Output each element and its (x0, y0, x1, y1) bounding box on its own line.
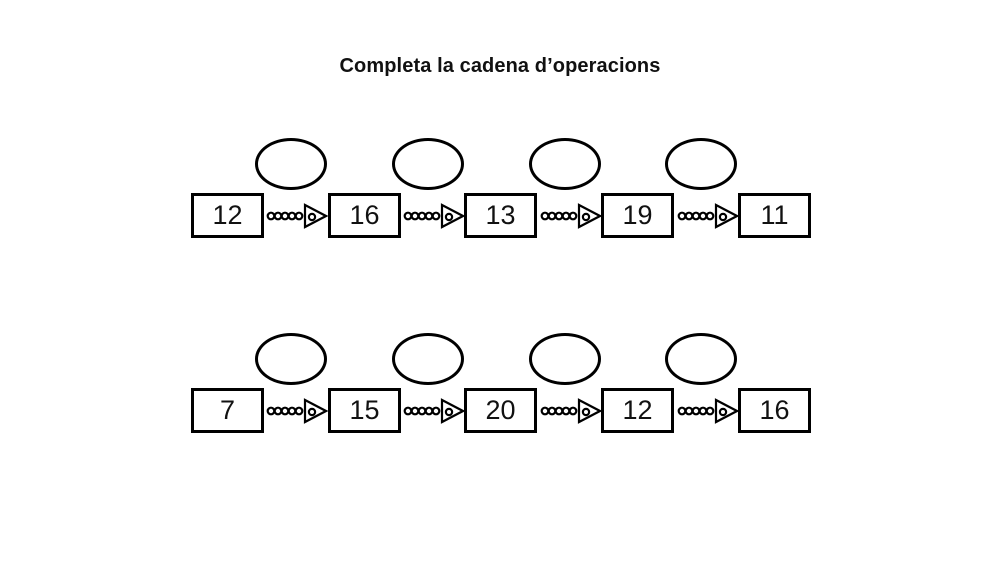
operation-ellipse-slot[interactable] (392, 333, 464, 385)
number-box[interactable]: 20 (464, 388, 537, 433)
bead-chain-arrow-icon (403, 203, 465, 229)
number-box[interactable]: 12 (191, 193, 264, 238)
operation-ellipse-slot[interactable] (255, 138, 327, 190)
number-box[interactable]: 19 (601, 193, 674, 238)
bead-chain-arrow-icon (540, 203, 602, 229)
operation-ellipse-slot[interactable] (529, 138, 601, 190)
operation-ellipse-slot[interactable] (665, 138, 737, 190)
bead-chain-arrow-icon (677, 203, 739, 229)
bead-chain-arrow-icon (266, 398, 328, 424)
page-title: Completa la cadena d’operacions (339, 55, 661, 77)
bead-chain-arrow-icon (677, 398, 739, 424)
operation-chain-row: 7 15 20 12 16 (191, 327, 811, 437)
number-box[interactable]: 7 (191, 388, 264, 433)
number-box[interactable]: 16 (738, 388, 811, 433)
operation-chain-row: 12 16 13 19 11 (191, 132, 811, 242)
number-box[interactable]: 11 (738, 193, 811, 238)
operation-ellipse-slot[interactable] (665, 333, 737, 385)
operation-ellipse-slot[interactable] (529, 333, 601, 385)
bead-chain-arrow-icon (540, 398, 602, 424)
operation-ellipse-slot[interactable] (255, 333, 327, 385)
operation-ellipse-slot[interactable] (392, 138, 464, 190)
bead-chain-arrow-icon (266, 203, 328, 229)
number-box[interactable]: 16 (328, 193, 401, 238)
number-box[interactable]: 12 (601, 388, 674, 433)
bead-chain-arrow-icon (403, 398, 465, 424)
number-box[interactable]: 13 (464, 193, 537, 238)
number-box[interactable]: 15 (328, 388, 401, 433)
